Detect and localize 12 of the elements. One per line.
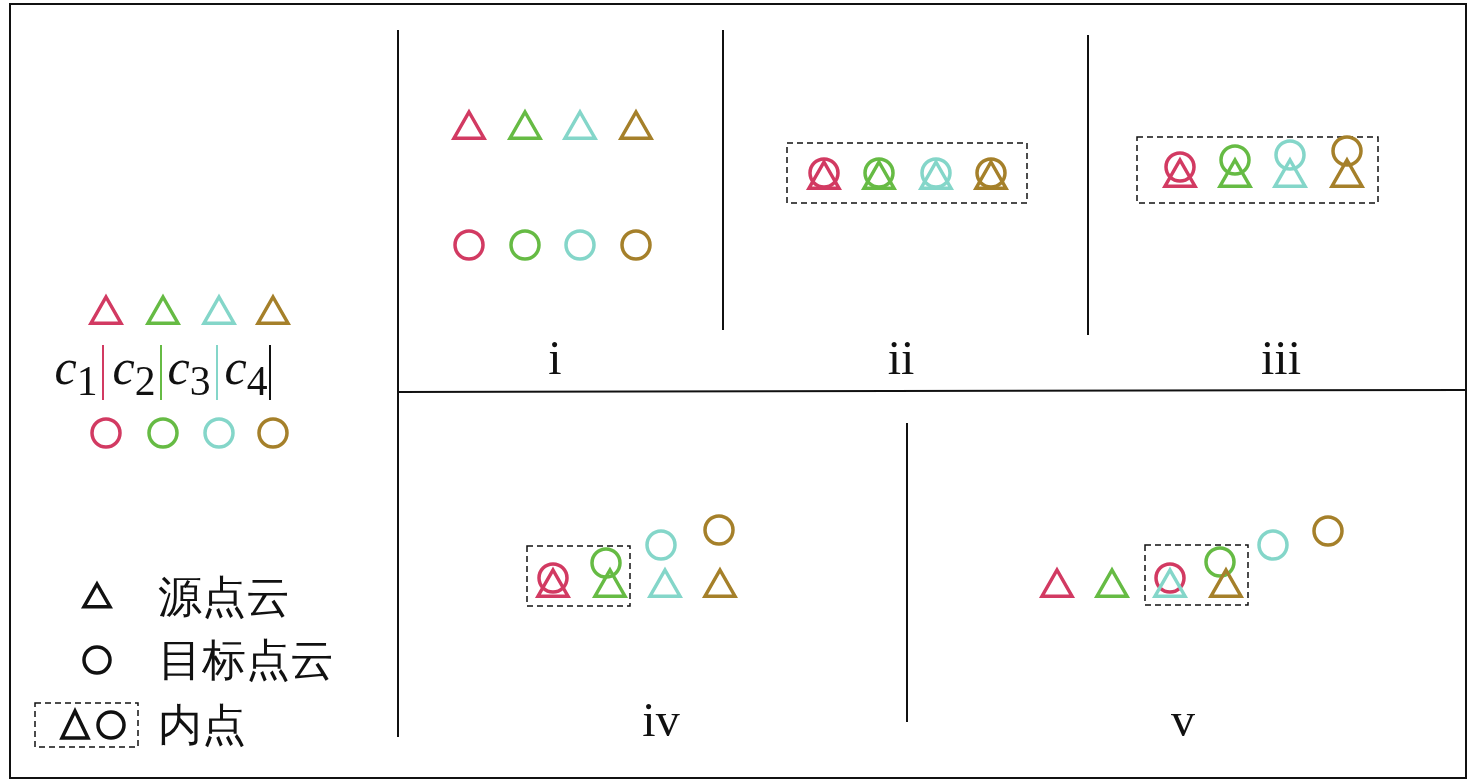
panel-label: v [1171, 696, 1195, 744]
legend-label: 内点 [158, 703, 246, 747]
math-variable: c$_{2}$ [112, 341, 156, 403]
panel-label: i [548, 334, 562, 382]
math-variable: c$_{4}$ [224, 341, 268, 403]
panel-label: iii [1261, 334, 1301, 382]
legend-label: 源点云 [158, 575, 290, 619]
legend-label: 目标点云 [158, 638, 334, 682]
math-variable: c$_{1}$ [54, 341, 98, 403]
panel-label: ii [887, 334, 915, 382]
panel-label: iv [642, 696, 680, 744]
math-variable: c$_{3}$ [167, 341, 211, 403]
